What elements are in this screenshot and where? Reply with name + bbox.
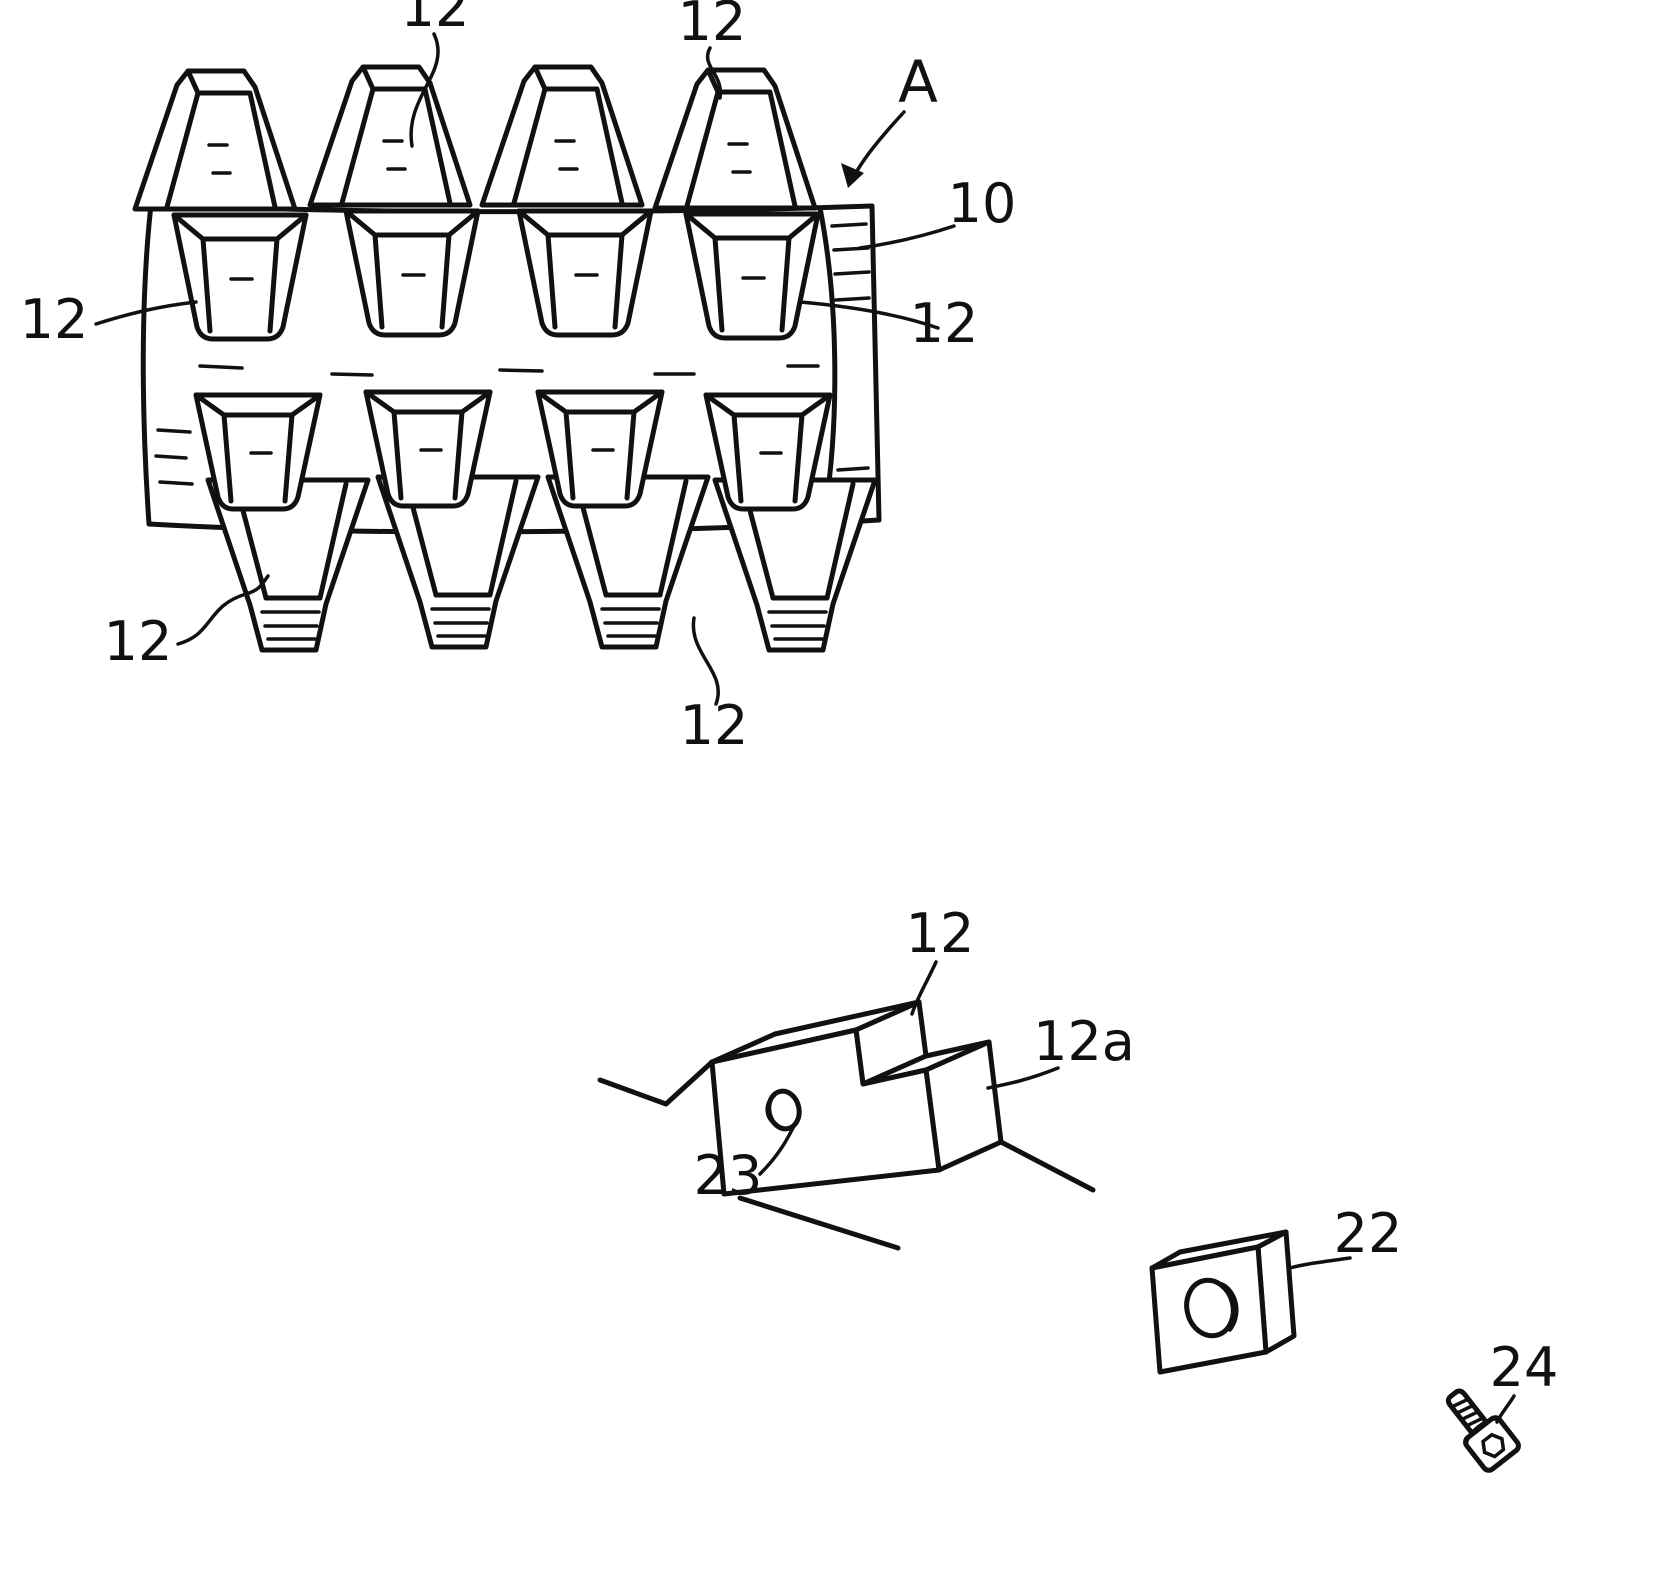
hob-tooth: [519, 211, 651, 335]
ref-label-24: 24: [1490, 1336, 1559, 1399]
break-line-left: [597, 1059, 715, 1107]
leader-arrow-a: [850, 110, 906, 182]
block-hole-inner: [1220, 1282, 1239, 1332]
hob-tooth: [706, 395, 830, 509]
hob-tooth: [310, 67, 470, 205]
screw-head: [1463, 1415, 1521, 1473]
leader-12-bottom-left: [176, 574, 270, 646]
ref-label-12a: 12a: [1033, 1010, 1135, 1073]
ref-label-a: A: [898, 48, 938, 116]
detail-view: 12 12a 23 22 24: [597, 902, 1559, 1473]
detail-view-leader-lines: [758, 960, 1516, 1424]
leader-12-detail: [910, 960, 938, 1016]
ref-label-12-top-left: 12: [401, 0, 470, 39]
ref-label-12-left: 12: [20, 288, 89, 351]
hob-tooth-row-upper: [174, 211, 818, 339]
hex-socket: [1481, 1432, 1506, 1459]
main-view-leader-lines: [94, 32, 956, 706]
arrow-a-head: [841, 163, 864, 188]
hob-tooth: [482, 67, 642, 205]
body-left-edge: [140, 193, 155, 527]
hob-cutter-assembly: 12 12 A 10 12 12 12 12: [20, 0, 1017, 757]
body-hatching: [154, 222, 871, 496]
clamp-screw: [1445, 1388, 1521, 1473]
leader-22: [1288, 1256, 1352, 1270]
hob-tooth: [366, 392, 490, 506]
ref-label-12-detail: 12: [906, 902, 975, 965]
leader-24: [1495, 1394, 1516, 1424]
leader-12-top-left: [409, 32, 440, 148]
ref-label-23: 23: [694, 1144, 763, 1207]
main-view-labels: 12 12 A 10 12 12 12 12: [20, 0, 1017, 757]
break-line-bottom: [737, 1195, 901, 1251]
leader-12-bottom-center: [691, 616, 720, 706]
ref-label-10: 10: [948, 172, 1017, 235]
leader-12-left: [94, 300, 198, 326]
ref-label-22: 22: [1334, 1202, 1403, 1265]
hob-tooth: [135, 71, 295, 209]
detail-tooth: [597, 999, 1096, 1251]
hob-tooth: [196, 395, 320, 509]
ref-label-12-bottom-center: 12: [680, 694, 749, 757]
leader-12-right: [798, 300, 940, 330]
hob-tooth: [538, 392, 662, 506]
hob-tooth: [655, 70, 815, 208]
hob-tooth: [346, 211, 478, 335]
leader-12-top-right: [705, 46, 723, 100]
threaded-hole: [766, 1088, 802, 1132]
block-hole: [1184, 1277, 1236, 1339]
hob-tooth: [174, 215, 306, 339]
tooth-front-face: [709, 1027, 942, 1197]
leader-23: [758, 1114, 801, 1176]
break-line-right: [998, 1139, 1096, 1193]
threaded-hole-inner: [765, 1094, 778, 1126]
body-end-face-arc: [817, 205, 838, 521]
ref-label-12-top-right: 12: [678, 0, 747, 53]
body-right-edge: [869, 203, 882, 523]
screw-threads: [1449, 1397, 1485, 1428]
leader-12a: [986, 1066, 1060, 1090]
ref-label-12-right: 12: [910, 292, 979, 355]
hob-tooth-row-top: [135, 67, 815, 209]
leader-10: [858, 224, 956, 250]
detail-view-labels: 12 12a 23 22 24: [694, 902, 1559, 1399]
ref-label-12-bottom-left: 12: [104, 610, 173, 673]
clamp-block: [1149, 1229, 1297, 1375]
block-front-face: [1149, 1244, 1269, 1375]
hob-tooth: [686, 214, 818, 338]
screw-shank: [1445, 1388, 1490, 1437]
